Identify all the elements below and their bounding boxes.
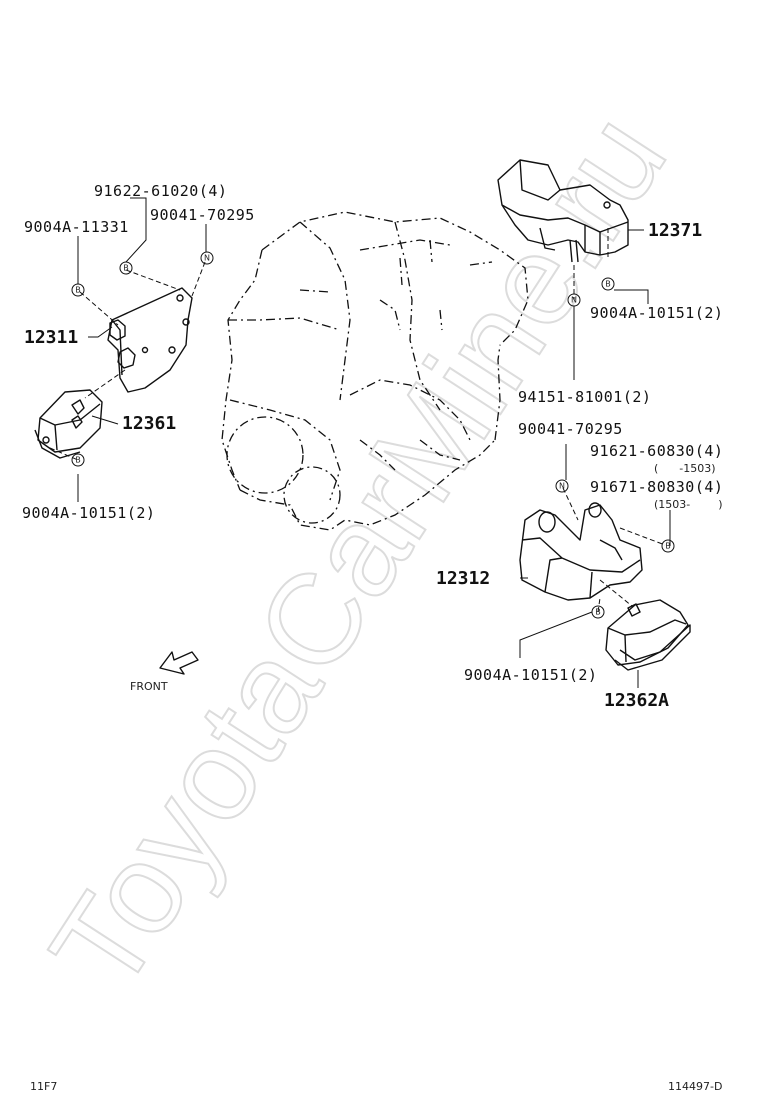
part-number-label: 9004A-10151(2): [22, 504, 155, 522]
bolt-icon: B: [71, 283, 85, 297]
part-number-label: 91621-60830(4): [590, 442, 723, 460]
front-label: FRONT: [130, 680, 168, 693]
nut-icon: N: [200, 251, 214, 265]
part-number-label: 12362A: [604, 690, 669, 711]
part-number-label: 9004A-10151(2): [464, 666, 597, 684]
engine-mount-insulator-rear: [605, 599, 691, 671]
bolt-icon: B: [119, 261, 133, 275]
footer-right-code: 114497-D: [668, 1080, 722, 1093]
part-number-label: 12361: [122, 413, 176, 434]
engine-mount-bracket-left: [107, 287, 193, 393]
part-number-label: 12371: [648, 220, 702, 241]
part-number-label: 12311: [24, 327, 78, 348]
part-number-label: 94151-81001(2): [518, 388, 651, 406]
bolt-icon: B: [71, 453, 85, 467]
part-number-label: 91671-80830(4): [590, 478, 723, 496]
svg-text:B: B: [123, 264, 129, 273]
assembly-lines: [49, 228, 666, 613]
bolt-icon: B: [601, 277, 615, 291]
part-labels: 91622-61020(4) 9004A-11331 90041-70295 1…: [22, 182, 723, 1093]
svg-text:B: B: [75, 456, 81, 465]
part-number-label: 12312: [436, 568, 490, 589]
fastener-symbols: B N B B B N N B B: [71, 251, 675, 619]
svg-text:B: B: [605, 280, 611, 289]
svg-text:N: N: [571, 296, 577, 305]
part-number-label: 90041-70295: [518, 420, 623, 438]
bolt-icon: B: [661, 539, 675, 553]
front-arrow-icon: [159, 651, 199, 675]
nut-icon: N: [555, 479, 569, 493]
part-number-label: 91622-61020(4): [94, 182, 227, 200]
svg-text:B: B: [75, 286, 81, 295]
part-number-label: 9004A-11331: [24, 218, 129, 236]
svg-text:B: B: [595, 608, 601, 617]
date-range-label: ( -1503): [654, 462, 716, 475]
engine-mount-insulator-right-top: [497, 159, 629, 263]
svg-text:B: B: [665, 542, 671, 551]
leader-lines: [77, 197, 671, 688]
part-number-label: 90041-70295: [150, 206, 255, 224]
bolt-icon: B: [591, 605, 605, 619]
svg-text:N: N: [559, 482, 565, 491]
date-range-label: (1503- ): [654, 498, 723, 511]
footer-left-code: 11F7: [30, 1080, 57, 1093]
engine-mount-bracket-rear: [519, 502, 643, 601]
nut-icon: N: [567, 293, 581, 307]
engine-mount-insulator-left: [34, 389, 103, 459]
engine-outline: [221, 211, 529, 531]
part-number-label: 9004A-10151(2): [590, 304, 723, 322]
svg-text:N: N: [204, 254, 210, 263]
